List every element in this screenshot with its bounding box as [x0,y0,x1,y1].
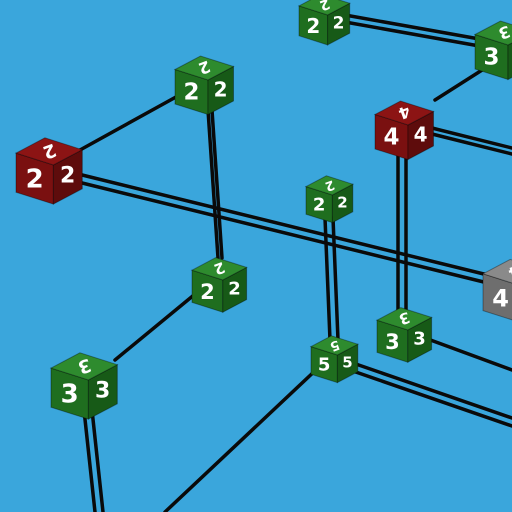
cube-front-number: 2 [200,280,215,304]
cube-side-face [336,343,359,384]
cube-side-number: 2 [60,163,75,188]
cube-top-face [481,258,512,284]
gray-number-cube[interactable]: 444 [481,258,512,321]
link-line [323,216,332,342]
cube-front-number: 2 [306,14,320,38]
link-line [90,408,105,512]
cube-side-number: 2 [337,194,347,212]
cube-top-face [297,0,351,16]
cube-side-face [222,266,248,314]
green-number-cube[interactable]: 333 [473,20,512,81]
cube-side-number: 5 [342,354,352,372]
link-line [430,132,512,156]
number-cubes: 222333222222444222222555333333444 [14,0,512,420]
cube-side-number: 2 [214,78,228,102]
cube-side-number: 4 [414,123,428,147]
link-line [78,90,187,152]
cube-front-number: 2 [313,195,326,216]
cube-side-face [87,363,118,420]
cube-side-number: 3 [95,378,110,403]
cube-side-face [52,148,83,205]
cube-front-number: 2 [26,164,44,194]
cube-top-number: 4 [505,260,512,283]
cube-top-face [14,137,84,166]
cube-front-number: 3 [483,45,499,71]
cube-top-face [373,100,435,126]
cube-side-face [331,183,354,224]
link-line [163,366,320,512]
link-line [68,170,502,280]
cube-front-number: 3 [61,379,79,409]
link-line [210,108,224,260]
cube-side-number: 3 [413,328,426,349]
connection-lines [68,13,512,512]
cube-top-face [173,55,235,81]
link-line [82,408,97,512]
cube-front-number: 4 [383,125,399,151]
cube-front-number: 2 [183,80,199,106]
cube-top-face [375,307,433,331]
link-line [68,178,502,288]
link-line [430,126,512,150]
cube-front-number: 3 [385,330,400,354]
link-line [423,336,512,372]
cube-top-face [304,175,355,196]
cube-top-face [473,20,512,46]
link-line [343,13,487,42]
link-line [331,216,340,342]
link-line [348,360,512,420]
cube-side-face [507,42,512,81]
cube-top-face [190,257,248,281]
cube-side-number: 2 [228,278,241,299]
cube-top-face [49,352,119,381]
cube-top-face [309,335,360,356]
cube-side-face [407,316,433,364]
link-line [113,288,202,362]
cube-front-number: 4 [492,284,509,312]
cube-front-number: 5 [318,355,331,376]
link-line [348,368,512,428]
cube-side-number: 2 [333,13,345,33]
link-line [206,108,220,260]
link-line [343,20,487,49]
